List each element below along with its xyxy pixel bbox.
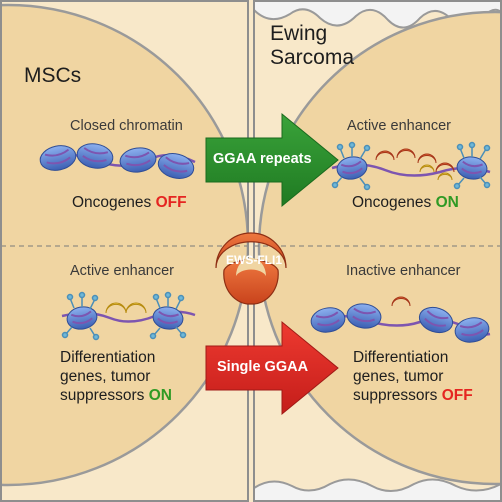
left-differentiation-line1: Differentiation: [60, 349, 156, 366]
right-active-enhancer-label: Active enhancer: [347, 118, 451, 134]
right-panel: [254, 1, 501, 501]
inactive-enhancer-label: Inactive enhancer: [346, 263, 461, 279]
closed-chromatin-label: Closed chromatin: [70, 118, 183, 134]
on-status-right: ON: [435, 194, 459, 211]
right-differentiation-line2: genes, tumor: [353, 368, 444, 385]
right-panel-title-line1: Ewing: [270, 22, 328, 45]
single-ggaa-label: Single GGAA: [217, 359, 309, 375]
ews-fli1-protein: [215, 232, 287, 269]
ggaa-repeats-label: GGAA repeats: [213, 151, 312, 167]
cell-membrane-bottom: [254, 478, 501, 501]
right-differentiation-line1: Differentiation: [353, 349, 449, 366]
oncogenes-label: Oncogenes: [72, 194, 152, 211]
on-status: ON: [148, 387, 172, 404]
ggaa-repeats-arrow: [205, 112, 339, 208]
inactive-enhancer-illustration: [310, 296, 491, 343]
suppressors-label-right: suppressors: [353, 387, 438, 404]
single-ggaa-arrow: [205, 320, 339, 416]
right-top-state: Oncogenes ON: [352, 193, 459, 212]
suppressors-label: suppressors: [60, 387, 145, 404]
closed-chromatin-illustration: [39, 143, 196, 179]
right-panel-border: [253, 0, 502, 502]
off-status-right: OFF: [441, 387, 473, 404]
oncogenes-label-right: Oncogenes: [352, 194, 432, 211]
left-panel-title: MSCs: [24, 64, 82, 87]
left-top-state: Oncogenes OFF: [72, 193, 187, 212]
left-active-enhancer-label: Active enhancer: [70, 263, 174, 279]
left-panel-border: [0, 0, 249, 502]
ews-fli1-label: EWS-FLI1: [226, 253, 282, 267]
left-nucleus: [1, 3, 248, 487]
left-differentiation-line3: suppressors ON: [60, 386, 172, 405]
right-differentiation-line3: suppressors OFF: [353, 386, 473, 405]
active-enhancer-illustration-left: [61, 291, 196, 341]
active-enhancer-illustration-right: [331, 141, 491, 191]
right-panel-title-line2: Sarcoma: [270, 46, 355, 69]
off-status: OFF: [155, 194, 187, 211]
left-differentiation-line2: genes, tumor: [60, 368, 151, 385]
left-panel: [1, 1, 248, 501]
